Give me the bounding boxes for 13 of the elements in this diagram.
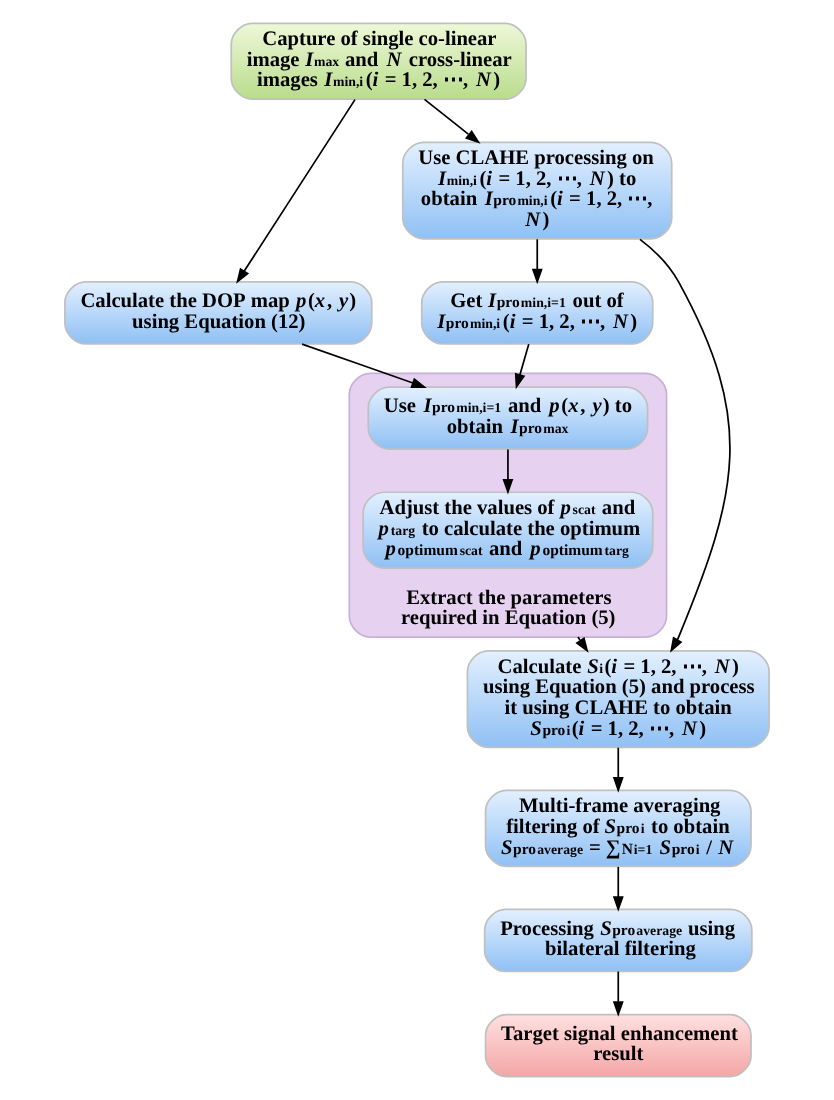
arrow	[531, 238, 543, 285]
arrow	[612, 970, 624, 1017]
arrow	[301, 343, 427, 388]
node-box: Calculate the DOP map p(x, y) using Equation (12)	[64, 281, 373, 345]
node-box: Target signal enhancement result	[484, 1013, 752, 1078]
arrow	[612, 866, 624, 912]
arrow	[639, 238, 731, 653]
arrow	[514, 343, 530, 390]
arrow	[502, 448, 514, 495]
arrow	[575, 636, 589, 653]
arrow	[423, 98, 481, 144]
arrow	[236, 98, 356, 284]
arrow	[612, 746, 624, 793]
